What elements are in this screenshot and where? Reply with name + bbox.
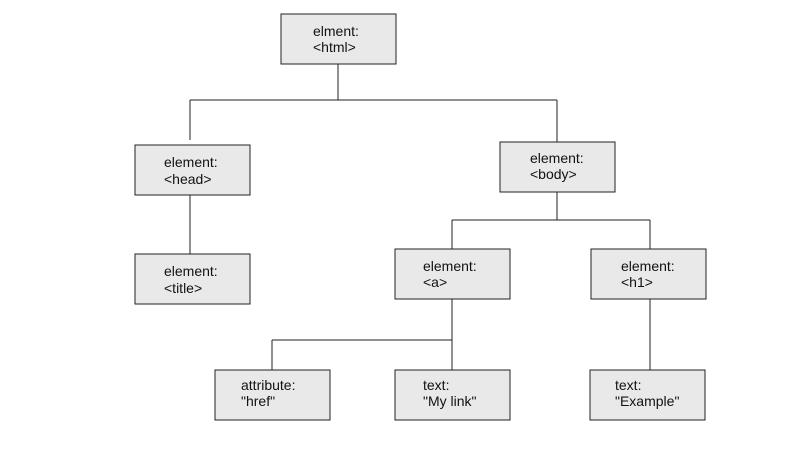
node-example: text: "Example"	[589, 369, 706, 421]
node-href-value: "href"	[241, 393, 275, 409]
node-a-kind: element:	[423, 258, 477, 274]
node-href-kind: attribute:	[241, 377, 295, 393]
node-href: attribute: "href"	[214, 369, 331, 421]
tree-edges	[189, 64, 651, 370]
node-head-kind: element:	[164, 154, 218, 170]
node-body: element: <body>	[499, 141, 616, 193]
node-h1-box	[590, 248, 707, 300]
tree-nodes: elment: <html> element: <head> element: …	[134, 13, 707, 421]
node-title: element: <title>	[134, 253, 251, 305]
node-mylink-box	[394, 369, 511, 421]
node-h1-kind: element:	[621, 258, 675, 274]
node-body-box	[499, 141, 616, 193]
node-head-box	[134, 144, 251, 196]
node-title-box	[134, 253, 251, 305]
node-html-kind: elment:	[313, 23, 359, 39]
node-mylink: text: "My link"	[394, 369, 511, 421]
node-head-tag: <head>	[164, 171, 212, 187]
node-title-kind: element:	[164, 263, 218, 279]
node-mylink-value: "My link"	[423, 393, 477, 409]
node-head: element: <head>	[134, 144, 251, 196]
node-a: element: <a>	[394, 248, 511, 300]
node-example-box	[589, 369, 706, 421]
node-href-box	[214, 369, 331, 421]
node-html-box	[280, 13, 397, 65]
node-body-tag: <body>	[530, 166, 577, 182]
node-title-tag: <title>	[164, 280, 202, 296]
node-example-value: "Example"	[615, 393, 679, 409]
node-html-tag: <html>	[313, 39, 356, 55]
node-a-box	[394, 248, 511, 300]
node-html: elment: <html>	[280, 13, 397, 65]
node-a-tag: <a>	[423, 274, 447, 290]
node-mylink-kind: text:	[423, 377, 449, 393]
node-h1: element: <h1>	[590, 248, 707, 300]
node-body-kind: element:	[530, 150, 584, 166]
node-example-kind: text:	[615, 377, 641, 393]
node-h1-tag: <h1>	[621, 274, 653, 290]
